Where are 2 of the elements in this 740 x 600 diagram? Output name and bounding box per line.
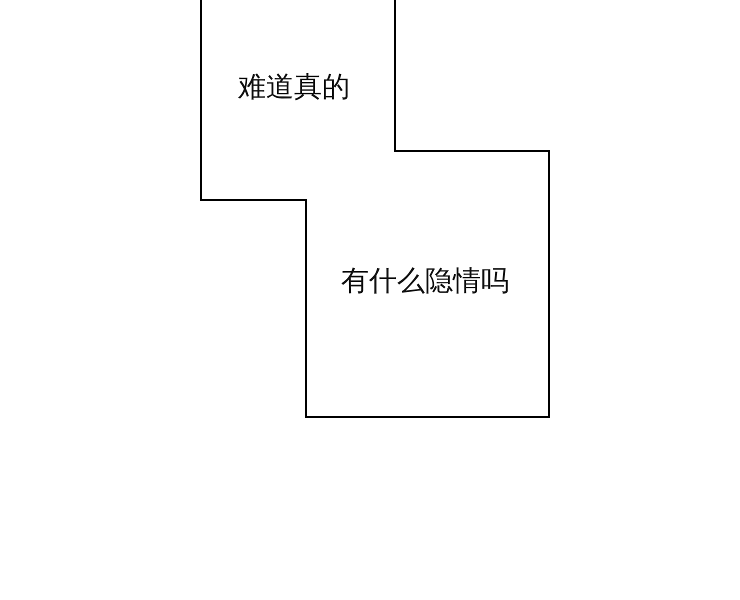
dialogue-text: 有什么隐情吗: [341, 263, 509, 299]
dialogue-text: 难道真的: [238, 69, 350, 105]
